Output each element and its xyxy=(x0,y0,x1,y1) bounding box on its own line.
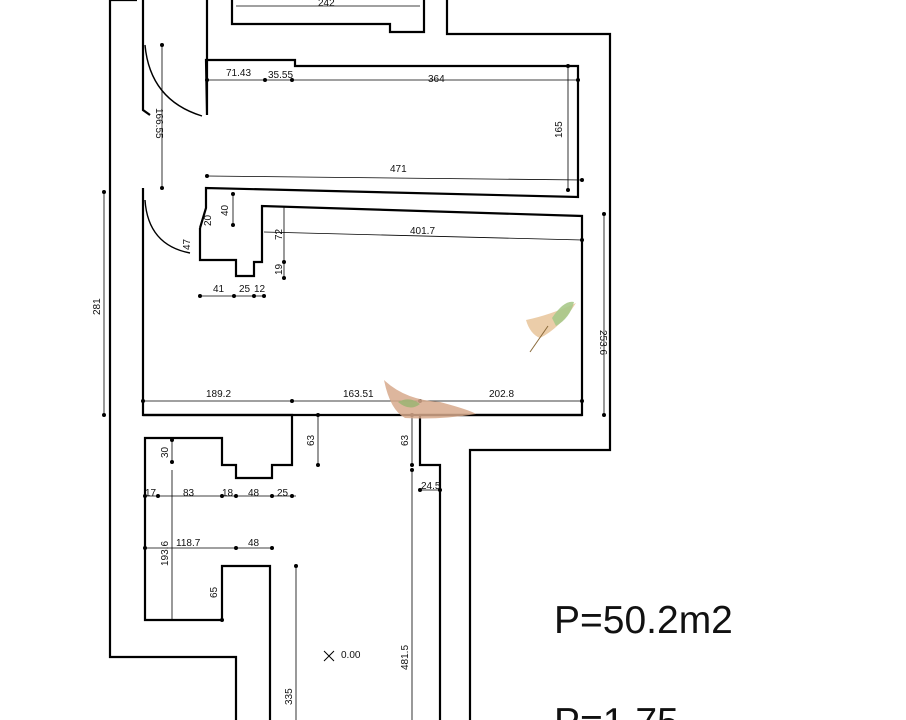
level-marker-icon xyxy=(323,650,335,662)
dim-63-left: 63 xyxy=(306,434,317,446)
dim-30: 30 xyxy=(160,446,171,458)
dim-242: 242 xyxy=(318,0,335,9)
hall-wall-upper-left xyxy=(141,0,151,116)
dim-471: 471 xyxy=(390,164,407,175)
dim-193-6: 193.6 xyxy=(160,541,171,566)
dim-71-43: 71.43 xyxy=(226,68,251,79)
dim-25: 25 xyxy=(239,284,251,295)
dim-47: 47 xyxy=(182,238,193,250)
dim-72: 72 xyxy=(274,228,285,240)
dim-401-7: 401.7 xyxy=(410,226,435,237)
dim-48-bottom: 48 xyxy=(248,538,260,549)
dim-166-55: 166.55 xyxy=(153,108,164,139)
area-label: P=50.2m2 xyxy=(554,599,733,642)
door-swing-upper xyxy=(144,44,203,117)
leaf-decoration-icon xyxy=(384,380,476,419)
dim-481-5: 481.5 xyxy=(400,645,411,670)
dim-19: 19 xyxy=(274,263,285,275)
dim-63-right: 63 xyxy=(400,434,411,446)
outer-wall-right xyxy=(445,0,612,720)
dim-12: 12 xyxy=(254,284,266,295)
dim-18: 18 xyxy=(222,488,234,499)
door-swing-middle xyxy=(144,199,191,254)
dimension-lines xyxy=(102,5,606,720)
dim-35-55: 35.55 xyxy=(268,70,293,81)
level-mark-label: 0.00 xyxy=(341,650,361,661)
dim-253-6: 253.6 xyxy=(597,330,608,355)
dim-20: 20 xyxy=(203,214,214,226)
dim-25-b: 25 xyxy=(277,488,289,499)
dim-24-5: 24.5 xyxy=(421,481,441,492)
closet-wall xyxy=(198,0,580,229)
height-label: P=1.75 xyxy=(554,701,679,720)
dim-40: 40 xyxy=(220,204,231,216)
dim-163-51: 163.51 xyxy=(343,389,374,400)
dim-48-top: 48 xyxy=(248,488,260,499)
dim-281: 281 xyxy=(92,298,103,315)
dim-202-8: 202.8 xyxy=(489,389,514,400)
dim-165: 165 xyxy=(554,121,565,138)
dim-65: 65 xyxy=(209,586,220,598)
top-niche-wall xyxy=(230,0,426,34)
dim-41: 41 xyxy=(213,284,225,295)
outer-wall-left xyxy=(108,0,238,720)
dim-118-7: 118.7 xyxy=(176,538,201,549)
dim-17: 17 xyxy=(145,488,157,499)
dim-335: 335 xyxy=(284,688,295,705)
leaf-decoration-icon xyxy=(526,301,576,353)
dim-83: 83 xyxy=(183,488,195,499)
main-room-inner-wall xyxy=(198,204,584,720)
dim-364: 364 xyxy=(428,74,445,85)
dim-189-2: 189.2 xyxy=(206,389,231,400)
